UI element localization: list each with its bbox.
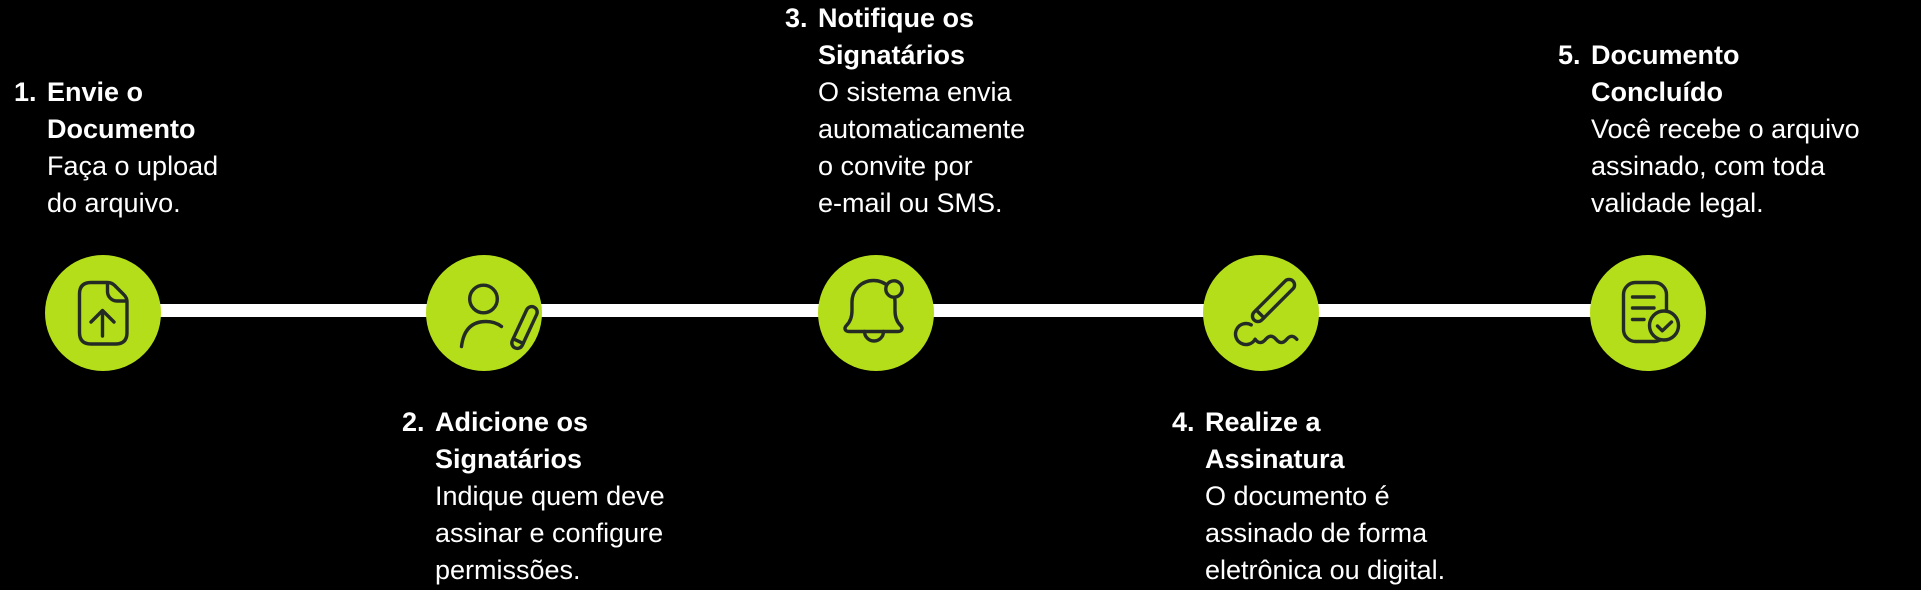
step-circle-5 — [1590, 255, 1706, 371]
step-description: O documento é assinado de forma eletrôni… — [1205, 481, 1446, 585]
step-circle-4 — [1203, 255, 1319, 371]
document-check-icon — [1621, 280, 1681, 344]
step-item-1: 1. Envie o Documento Faça o upload do ar… — [14, 74, 218, 222]
signature-pen-icon — [1233, 277, 1299, 347]
step-title: Envie o Documento — [47, 77, 196, 144]
step-item-2: 2. Adicione os Signatários Indique quem … — [402, 404, 665, 589]
step-number: 1. — [14, 77, 37, 107]
step-description: O sistema envia automaticamente o convit… — [818, 77, 1026, 218]
step-title: Adicione os Signatários — [435, 407, 589, 474]
step-title: Documento Concluído — [1591, 40, 1740, 107]
step-number: 3. — [785, 3, 808, 33]
step-description: Você recebe o arquivo assinado, com toda… — [1591, 114, 1860, 218]
step-number: 4. — [1172, 407, 1195, 437]
step-item-3: 3. Notifique os Signatários O sistema en… — [785, 0, 1025, 222]
add-signer-icon — [459, 283, 539, 351]
step-number: 5. — [1558, 40, 1581, 70]
step-circle-1 — [45, 255, 161, 371]
step-circle-3 — [818, 255, 934, 371]
document-upload-icon — [77, 280, 129, 346]
notification-bell-icon — [843, 278, 904, 343]
step-title: Notifique os Signatários — [818, 3, 974, 70]
step-description: Indique quem deve assinar e configure pe… — [435, 481, 665, 585]
step-number: 2. — [402, 407, 425, 437]
step-circle-2 — [426, 255, 542, 371]
step-description: Faça o upload do arquivo. — [47, 151, 219, 218]
step-item-5: 5. Documento Concluído Você recebe o arq… — [1558, 37, 1860, 222]
step-title: Realize a Assinatura — [1205, 407, 1345, 474]
step-item-4: 4. Realize a Assinatura O documento é as… — [1172, 404, 1445, 589]
